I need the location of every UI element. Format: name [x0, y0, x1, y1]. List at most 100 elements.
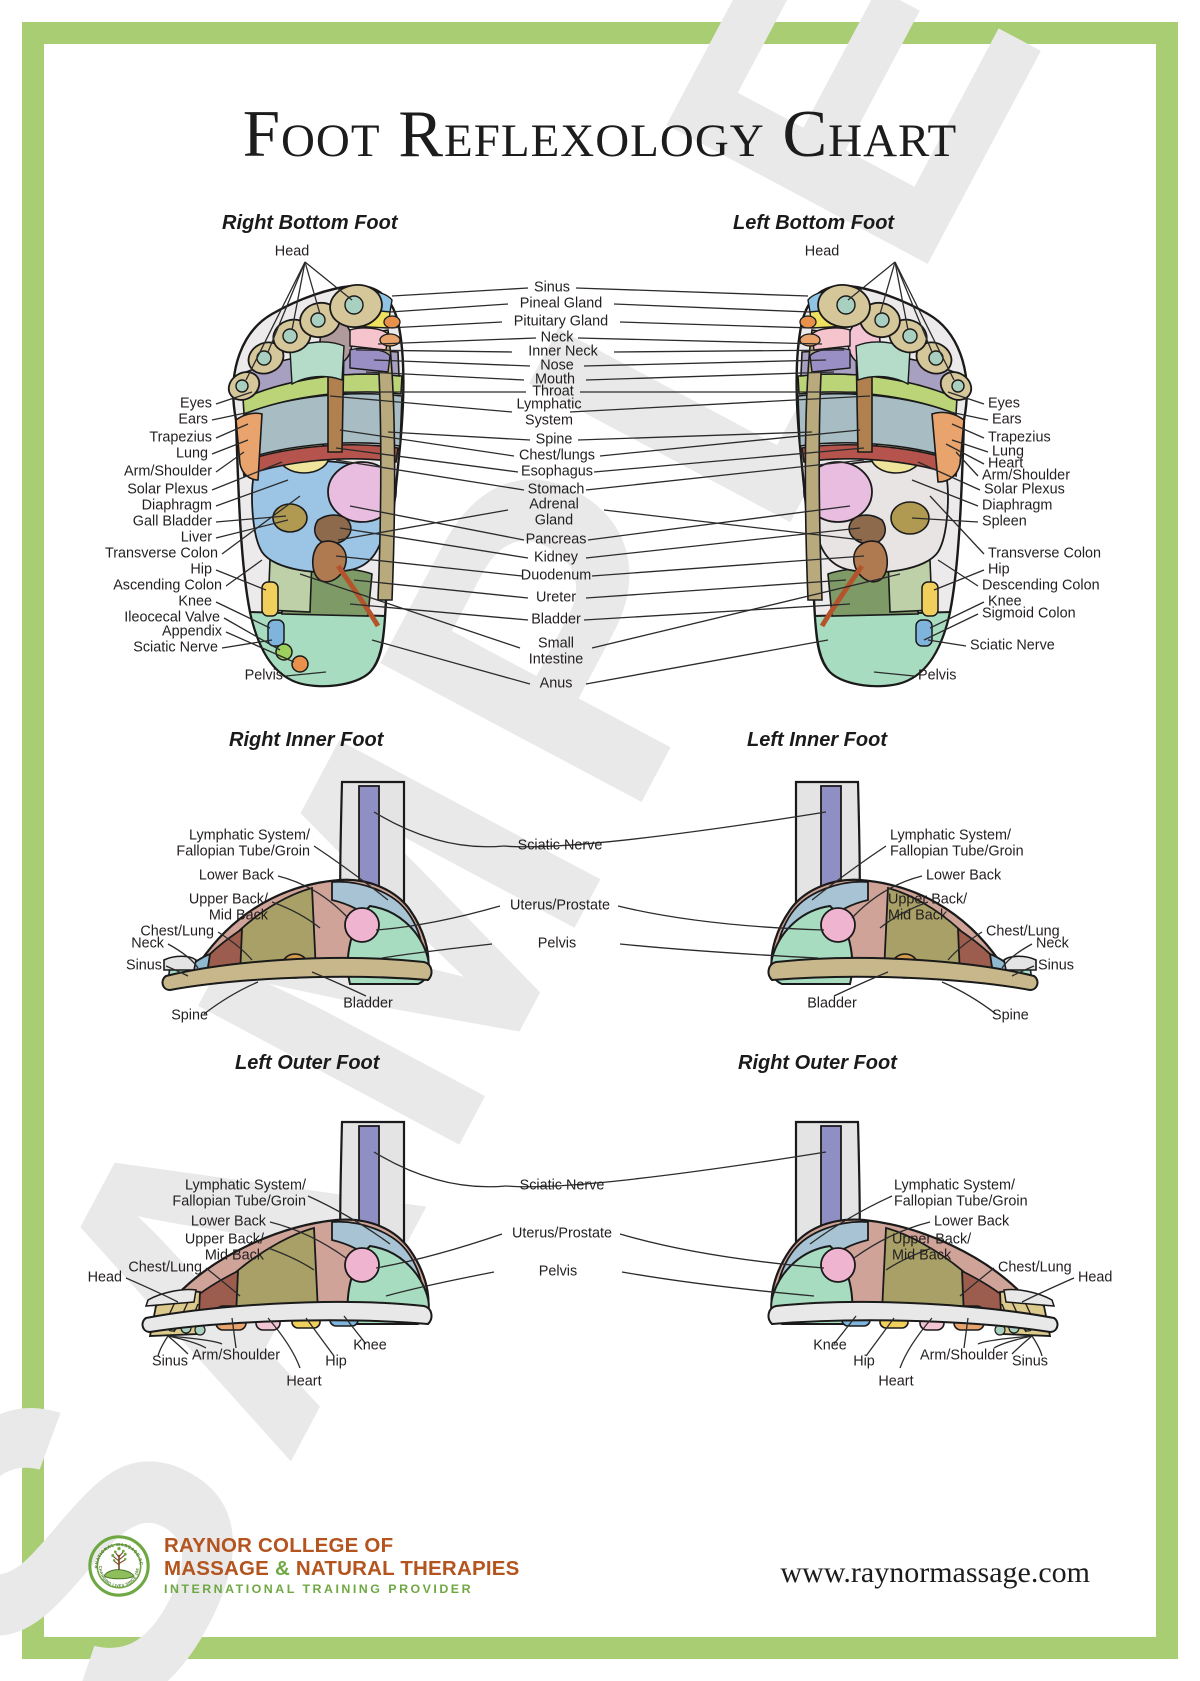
- label-outer-right-arm-shoulder: Arm/Shoulder: [920, 1347, 1008, 1364]
- right-inner-toe-tip: [163, 955, 197, 971]
- label-right-gall-bladder: Gall Bladder: [132, 513, 212, 530]
- label-outer-left-arm-shoulder: Arm/Shoulder: [192, 1347, 280, 1364]
- label-outer-left-upper-mid-back: Upper Back/ Mid Back: [184, 1231, 264, 1263]
- label-pancreas: Pancreas: [525, 531, 587, 548]
- label-outer-right-hip: Hip: [853, 1353, 875, 1370]
- label-duodenum: Duodenum: [520, 567, 592, 584]
- label-right-transverse-colon: Transverse Colon: [104, 545, 218, 562]
- label-stomach: Stomach: [527, 481, 585, 498]
- label-inner-right-chest-lung: Chest/Lung: [986, 923, 1060, 940]
- label-outer-right-lymphatic: Lymphatic System/ Fallopian Tube/Groin: [894, 1177, 1028, 1209]
- label-esophagus: Esophagus: [520, 463, 594, 480]
- label-head-left: Head: [804, 243, 840, 260]
- label-inner-left-upper-mid-back: Upper Back/ Mid Back: [188, 891, 268, 923]
- label-right-knee: Knee: [178, 593, 212, 610]
- label-spine: Spine: [535, 431, 573, 448]
- label-outer-right-heart: Heart: [878, 1373, 914, 1390]
- heading-right-outer-foot: Right Outer Foot: [738, 1052, 897, 1074]
- label-right-arm-shoulder: Arm/Shoulder: [124, 463, 212, 480]
- label-outer-uterus-prostate: Uterus/Prostate: [512, 1225, 612, 1242]
- label-outer-left-sinus: Sinus: [152, 1353, 188, 1370]
- label-right-trapezius: Trapezius: [149, 429, 212, 446]
- label-small-intestine: Small Intestine: [528, 635, 584, 667]
- label-inner-pelvis: Pelvis: [537, 935, 577, 952]
- heading-right-bottom-foot: Right Bottom Foot: [222, 212, 398, 234]
- label-inner-left-bladder: Bladder: [343, 995, 393, 1012]
- right-knee-marker: [267, 619, 285, 647]
- label-right-sciatic-nerve: Sciatic Nerve: [133, 639, 218, 656]
- label-inner-uterus-prostate: Uterus/Prostate: [510, 897, 610, 914]
- label-left-heart: Heart: [988, 455, 1024, 472]
- raynor-seal-icon: INTERNATIONAL MASSAGE SCHOOL CHANGING LI…: [88, 1535, 150, 1597]
- label-left-ears: Ears: [992, 411, 1022, 428]
- label-outer-right-sinus: Sinus: [1012, 1353, 1048, 1370]
- label-right-pelvis: Pelvis: [244, 667, 283, 684]
- label-anus: Anus: [539, 675, 573, 692]
- label-sinus: Sinus: [534, 279, 570, 296]
- label-outer-left-lymphatic: Lymphatic System/ Fallopian Tube/Groin: [172, 1177, 306, 1209]
- label-kidney: Kidney: [533, 549, 579, 566]
- label-right-solar-plexus: Solar Plexus: [127, 481, 208, 498]
- label-inner-left-sinus: Sinus: [126, 957, 162, 974]
- heading-left-outer-foot: Left Outer Foot: [235, 1052, 380, 1074]
- right-hip-marker: [261, 581, 279, 617]
- label-ureter: Ureter: [536, 589, 576, 606]
- label-outer-left-hip: Hip: [325, 1353, 347, 1370]
- label-chest-lungs: Chest/lungs: [519, 447, 595, 464]
- right-outer-foot-diagram: [767, 1120, 1059, 1337]
- label-inner-left-neck: Neck: [131, 935, 164, 952]
- label-inner-right-spine: Spine: [992, 1007, 1029, 1024]
- label-right-ileocecal-valve: Ileocecal Valve: [124, 609, 220, 626]
- heading-right-inner-foot: Right Inner Foot: [229, 729, 384, 751]
- left-outer-uterus-marker: [344, 1247, 380, 1283]
- right-inner-foot-diagram: [161, 780, 433, 992]
- label-outer-left-head: Head: [87, 1269, 122, 1286]
- label-inner-right-lymphatic: Lymphatic System/ Fallopian Tube/Groin: [890, 827, 1024, 859]
- website-url[interactable]: www.raynormassage.com: [780, 1556, 1090, 1589]
- label-outer-right-lower-back: Lower Back: [934, 1213, 1010, 1230]
- label-left-descending-colon: Descending Colon: [982, 577, 1100, 594]
- label-left-pelvis: Pelvis: [918, 667, 957, 684]
- label-outer-right-knee: Knee: [813, 1337, 847, 1354]
- label-inner-right-lower-back: Lower Back: [926, 867, 1002, 884]
- label-lymphatic-system: Lymphatic System: [516, 396, 582, 428]
- label-inner-right-upper-mid-back: Upper Back/ Mid Back: [888, 891, 968, 923]
- label-right-appendix: Appendix: [161, 623, 222, 640]
- right-kidney-region: [314, 514, 352, 545]
- label-inner-right-neck: Neck: [1036, 935, 1069, 952]
- label-outer-sciatic-nerve: Sciatic Nerve: [519, 1177, 605, 1194]
- label-left-sigmoid-colon: Sigmoid Colon: [982, 605, 1076, 622]
- right-bottom-foot-diagram: [227, 283, 405, 688]
- label-throat: Throat: [532, 383, 574, 400]
- label-outer-left-chest-lung: Chest/Lung: [128, 1259, 202, 1276]
- label-neck: Neck: [540, 329, 574, 346]
- logo-tagline: INTERNATIONAL TRAINING PROVIDER: [164, 1582, 474, 1597]
- label-left-lung: Lung: [992, 443, 1025, 460]
- page-title: Foot Reflexology Chart: [242, 97, 958, 171]
- label-inner-right-bladder: Bladder: [807, 995, 857, 1012]
- label-inner-left-lower-back: Lower Back: [198, 867, 274, 884]
- label-inner-sciatic-nerve: Sciatic Nerve: [517, 837, 603, 854]
- label-pituitary-gland: Pituitary Gland: [513, 313, 609, 330]
- label-right-diaphragm: Diaphragm: [141, 497, 212, 514]
- label-left-solar-plexus: Solar Plexus: [984, 481, 1065, 498]
- label-right-lung: Lung: [175, 445, 208, 462]
- label-inner-left-lymphatic: Lymphatic System/ Fallopian Tube/Groin: [176, 827, 310, 859]
- logo-line-2-a: MASSAGE: [164, 1556, 275, 1580]
- label-right-liver: Liver: [180, 529, 212, 546]
- right-appendix-marker: [291, 655, 309, 673]
- label-right-eyes: Eyes: [180, 395, 212, 412]
- logo-line-2-b: NATURAL THERAPIES: [289, 1556, 520, 1580]
- right-ileocecal-marker: [275, 643, 293, 661]
- right-inner-neck-region: [349, 347, 391, 373]
- label-left-knee: Knee: [988, 593, 1022, 610]
- label-left-diaphragm: Diaphragm: [982, 497, 1053, 514]
- label-outer-left-heart: Heart: [286, 1373, 322, 1390]
- label-nose: Nose: [540, 357, 574, 374]
- right-gall-bladder-region: [272, 503, 308, 533]
- label-left-transverse-colon: Transverse Colon: [988, 545, 1102, 562]
- label-right-hip: Hip: [190, 561, 212, 578]
- label-head-right: Head: [274, 243, 310, 260]
- left-bottom-foot-diagram: [795, 283, 973, 688]
